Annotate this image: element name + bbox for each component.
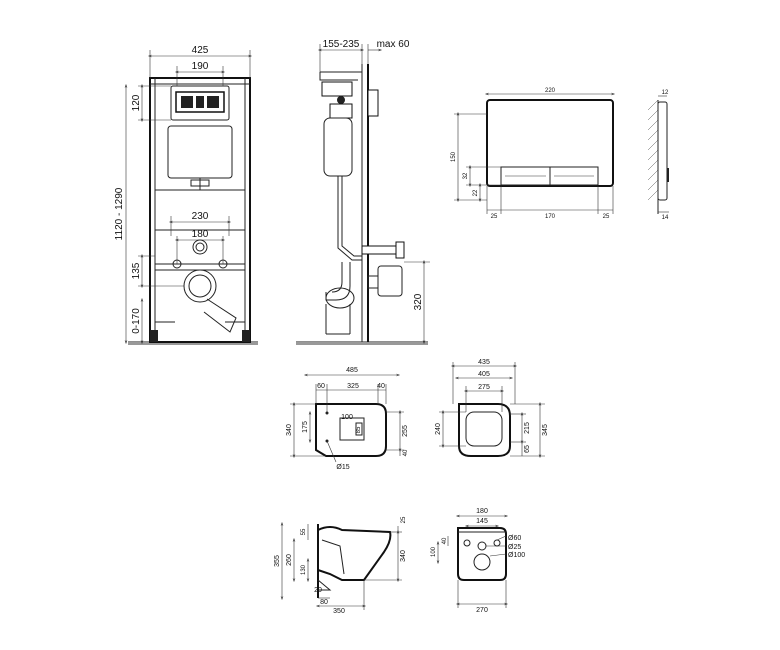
dim-320: 320 [413,293,424,310]
dim-240: 240 [435,423,442,435]
dim-d15: Ø15 [336,464,349,471]
dim-60: 60 [317,383,325,390]
dim-side-130: 130 [301,564,307,575]
bowl-outline [315,403,387,457]
dim-425: 425 [192,45,209,56]
bowl-profile [317,526,392,581]
dim-32: 32 [463,172,469,179]
dim-side-25: 25 [401,516,407,523]
dim-180: 180 [192,229,209,240]
dim-345: 345 [542,424,549,436]
dim-back-40v: 40 [442,537,448,544]
dim-12: 12 [662,90,669,96]
flush-plate-front: 220 150 32 22 25 170 25 [451,88,613,220]
plate-outline [486,99,614,187]
dim-405: 405 [478,371,490,378]
dim-325: 325 [347,383,359,390]
back-outlet [473,553,491,571]
dim-135: 135 [131,262,142,279]
dim-back-d100: Ø100 [508,552,525,559]
seat-top-view: 435 405 275 240 215 65 345 [435,359,549,456]
dim-340: 340 [286,424,293,436]
cistern [167,125,233,179]
bowl-back-outline [457,527,507,581]
dim-150: 150 [451,151,457,162]
dim-255: 255 [402,425,409,437]
dim-back-145: 145 [476,518,488,525]
dim-side-20: 20 [314,587,322,594]
dim-side-260: 260 [286,554,293,566]
bowl-top-view: 485 60 325 40 100 85 175 340 255 40 Ø15 [286,367,409,471]
dim-485: 485 [346,367,358,374]
dim-back-270: 270 [476,607,488,614]
frame-outline [149,77,251,343]
dim-22: 22 [473,189,479,196]
dim-220: 220 [545,88,556,94]
dim-100: 100 [341,414,353,421]
dim-175: 175 [302,421,309,433]
dim-85: 85 [356,426,362,433]
dim-25-right: 25 [603,214,610,220]
dim-230: 230 [192,211,209,222]
inlet-pipe [192,239,208,255]
dim-215: 215 [524,422,531,434]
dim-back-d60: Ø60 [508,535,521,542]
back-bolt-right [493,539,501,547]
dim-side-55: 55 [301,528,307,535]
dim-65: 65 [524,445,531,453]
dim-275: 275 [478,384,490,391]
bowl-back-view: 180 145 Ø60 Ø25 Ø100 100 40 270 [431,508,525,614]
dim-190: 190 [192,61,209,72]
dim-155-235: 155-235 [323,39,360,50]
dim-max-60: max 60 [377,39,410,50]
dim-120: 120 [131,94,142,111]
seat-outline [458,403,511,457]
side-cistern [323,117,353,177]
dim-height-range: 1120 - 1290 [114,187,125,240]
dim-25-left: 25 [491,214,498,220]
dim-back-180: 180 [476,508,488,515]
dim-side-340: 340 [400,550,407,562]
frame-side-view: 155-235 max 60 320 [296,39,430,345]
flush-opening [170,85,230,121]
dim-back-d25: Ø25 [508,544,521,551]
bowl-side-view: 25 340 55 355 260 130 20 80 350 [274,516,407,615]
dim-170: 170 [545,214,556,220]
back-inlet [477,541,487,551]
dim-40: 40 [377,383,385,390]
dim-40b: 40 [403,449,409,456]
dim-back-100v: 100 [431,546,437,557]
dim-0-170: 0-170 [131,308,142,334]
dim-side-350: 350 [333,608,345,615]
frame-front-view: 425 190 120 1120 - 1290 230 180 135 0-17… [114,45,258,345]
dim-435: 435 [478,359,490,366]
back-bolt-left [463,539,471,547]
dim-side-355: 355 [274,555,281,567]
dim-side-80: 80 [320,599,328,606]
flush-plate-side: 12 14 [647,90,669,221]
floor-hatch [128,342,258,345]
dim-14: 14 [662,215,669,221]
